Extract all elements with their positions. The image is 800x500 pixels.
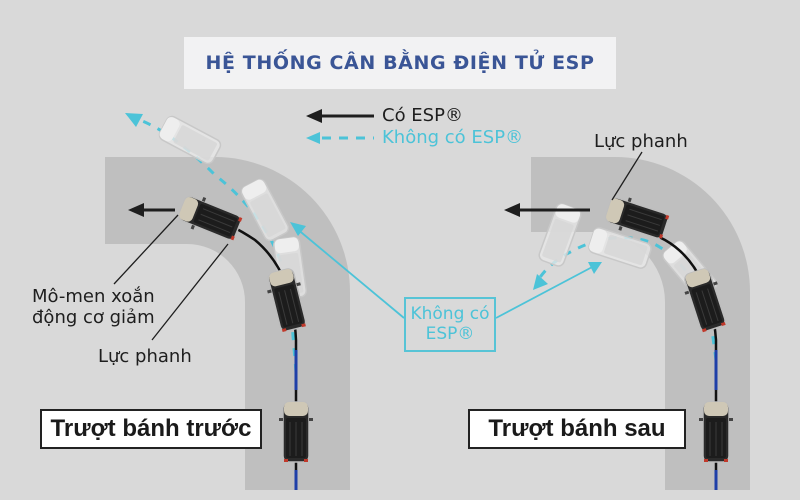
car-left-1 — [278, 401, 314, 463]
label-torque-reduction: Mô-men xoắn động cơ giảm — [32, 286, 155, 328]
legend-solid-arrow-icon — [306, 109, 374, 123]
force-arrow-left-icon — [128, 203, 175, 217]
car-right-1 — [698, 401, 734, 463]
cyan-arrowhead-icon — [125, 113, 143, 127]
label-torque-line2: động cơ giảm — [32, 307, 155, 328]
legend-with-esp: Có ESP® — [382, 105, 463, 126]
cyan-arrowhead-icon — [533, 274, 548, 290]
case-label-rear-text: Trượt bánh sau — [488, 415, 666, 442]
case-label-front-skid: Trượt bánh trước — [40, 409, 262, 449]
legend-dashed-arrow-icon — [306, 132, 374, 144]
force-arrow-right-icon — [504, 203, 590, 217]
road-right — [531, 157, 750, 490]
no-esp-callout-line2: ESP® — [425, 324, 475, 344]
no-esp-callout-line1: Không có — [410, 304, 490, 324]
title-banner: HỆ THỐNG CÂN BẰNG ĐIỆN TỬ ESP — [184, 37, 616, 89]
label-torque-line1: Mô-men xoắn — [32, 286, 155, 307]
legend-without-esp: Không có ESP® — [382, 127, 524, 148]
label-brake-force-right: Lực phanh — [594, 131, 688, 152]
no-esp-callout: Không có ESP® — [404, 297, 496, 352]
label-brake-force-left: Lực phanh — [98, 346, 192, 367]
page-title: HỆ THỐNG CÂN BẰNG ĐIỆN TỬ ESP — [205, 52, 595, 74]
case-label-rear-skid: Trượt bánh sau — [468, 409, 686, 449]
case-label-front-text: Trượt bánh trước — [50, 415, 252, 442]
